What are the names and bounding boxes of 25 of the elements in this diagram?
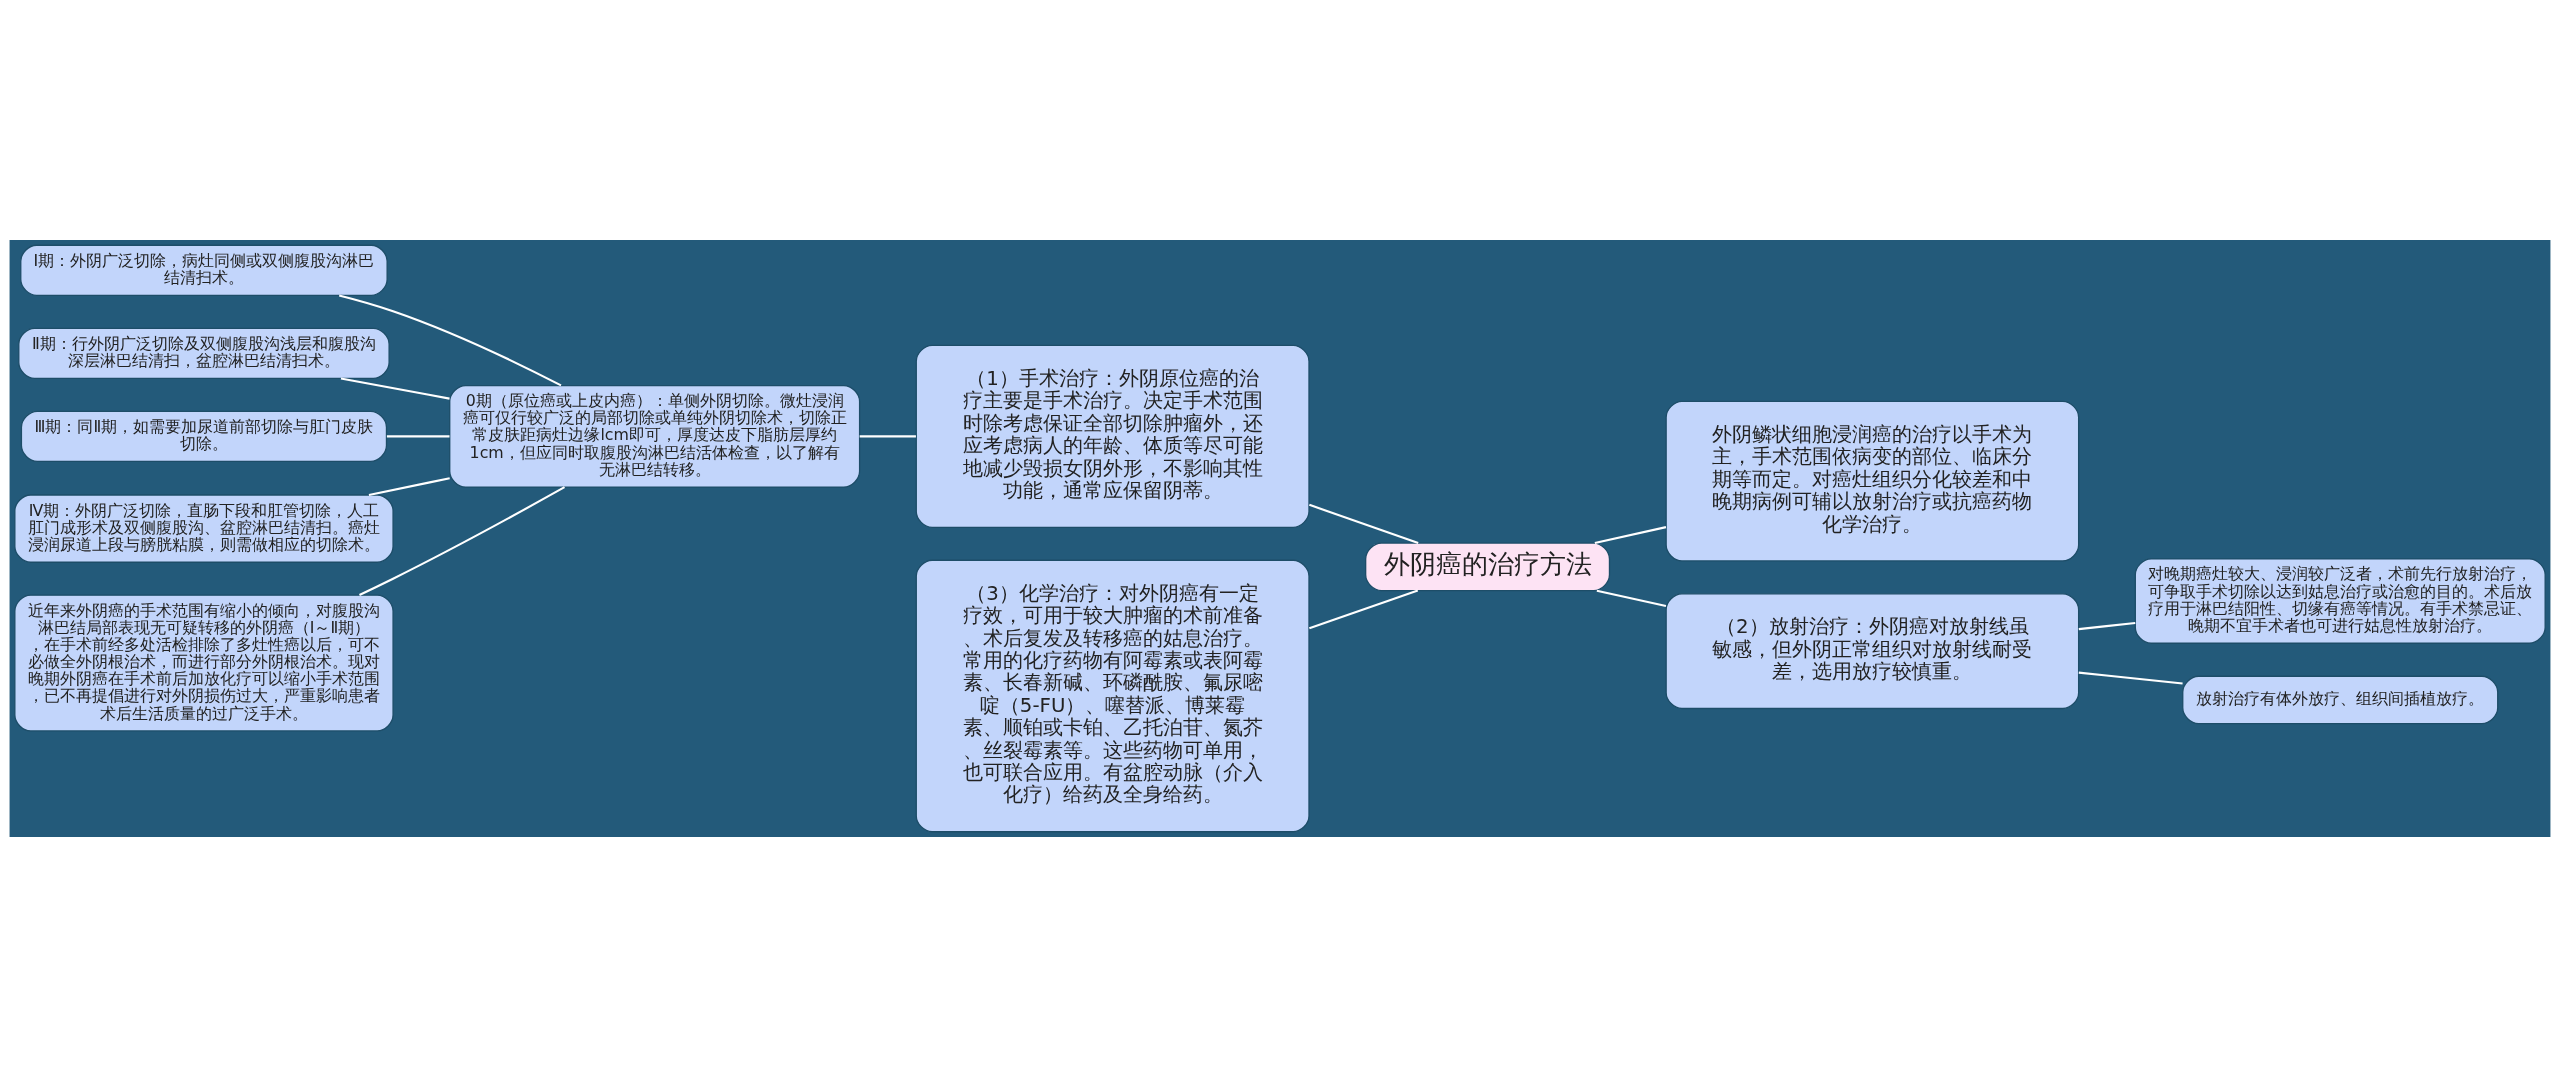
connector [1594,526,1667,545]
node-box: Ⅱ期：行外阴广泛切除及双侧腹股沟浅层和腹股沟深层淋巴结清扫，盆腔淋巴结清扫术。 [18,327,390,380]
node-box: 外阴鳞状细胞浸润癌的治疗以手术为主，手术范围依病变的部位、临床分期等而定。对癌灶组织分化较差和中晚期病例可辅以放射治疗或抗癌药物化学治疗。 [1665,400,2080,562]
node-box: Ⅰ期：外阴广泛切除，病灶同侧或双侧腹股沟淋巴结清扫术。 [20,244,388,296]
connector [1309,503,1419,544]
node-box: Ⅳ期：外阴广泛切除，直肠下段和肛管切除，人工肛门成形术及双侧腹股沟、盆腔淋巴结清扫。癌灶浸润尿道上段与膀胱粘膜，则需做相应的切除术。 [14,494,394,563]
connector [338,294,562,387]
node-box: （2）放射治疗：外阴癌对放射线虽敏感，但外阴正常组织对放射线耐受差，选用放疗较慎重。 [1665,593,2080,710]
connector [359,486,566,596]
node-box: Ⅲ期：同Ⅱ期，如需要加尿道前部切除与肛门皮肤切除。 [20,410,388,463]
node-box: 对晚期癌灶较大、浸润较广泛者，术前先行放射治疗，可争取手术切除以达到姑息治疗或治愈的目的。术后放疗用于淋巴结阳性、切缘有癌等情况。有手术禁忌证、晚期不宜手术者也可进行姑息性放射治疗。 [2134,558,2546,644]
connector [386,435,450,438]
connector [340,377,450,400]
node-box: 0期（原位癌或上皮内癌）：单侧外阴切除。微灶浸润癌可仅行较广泛的局部切除或单纯外阴切除术，切除正常皮肤距病灶边缘lcm即可，厚度达皮下脂肪层厚约1cm，但应同时取腹股沟淋巴结活体检查，以了解有无淋巴结转移。 [449,384,861,488]
connector [1309,589,1419,630]
connector [2078,671,2183,685]
node-box: 外阴癌的治疗方法 [1365,542,1611,592]
node-box: 近年来外阴癌的手术范围有缩小的倾向，对腹股沟淋巴结局部表现无可疑转移的外阴癌（Ⅰ～Ⅱ期），在手术前经多处活检排除了多灶性癌以后，可不必做全外阴根治术，而进行部分外阴根治术。现对晚期外阴癌在手术前后加放化疗可以缩小手术范围，已不再提倡进行对外阴损伤过大，严重影响患者术后生活质量的过广泛手术。 [14,594,394,732]
connector [2078,621,2136,631]
connector [368,477,450,496]
connector [1596,589,1667,607]
node-box: （3）化学治疗：对外阴癌有一定疗效，可用于较大肿瘤的术前准备、术后复发及转移癌的姑息治疗。常用的化疗药物有阿霉素或表阿霉素、长春新碱、环磷酰胺、氟尿嘧啶（5-FU）、噻替派、博莱霉素、顺铂或卡铂、乙托泊苷、氮芥、丝裂霉素等。这些药物可单用，也可联合应用。有盆腔动脉（介入化疗）给药及全身给药。 [915,559,1310,833]
node-box: （1）手术治疗：外阴原位癌的治疗主要是手术治疗。决定手术范围时除考虑保证全部切除肿瘤外，还应考虑病人的年龄、体质等尽可能地减少毁损女阴外形，不影响其性功能，通常应保留阴蒂。 [915,344,1310,528]
node-box: 放射治疗有体外放疗、组织间插植放疗。 [2182,675,2499,725]
connector [859,435,916,438]
